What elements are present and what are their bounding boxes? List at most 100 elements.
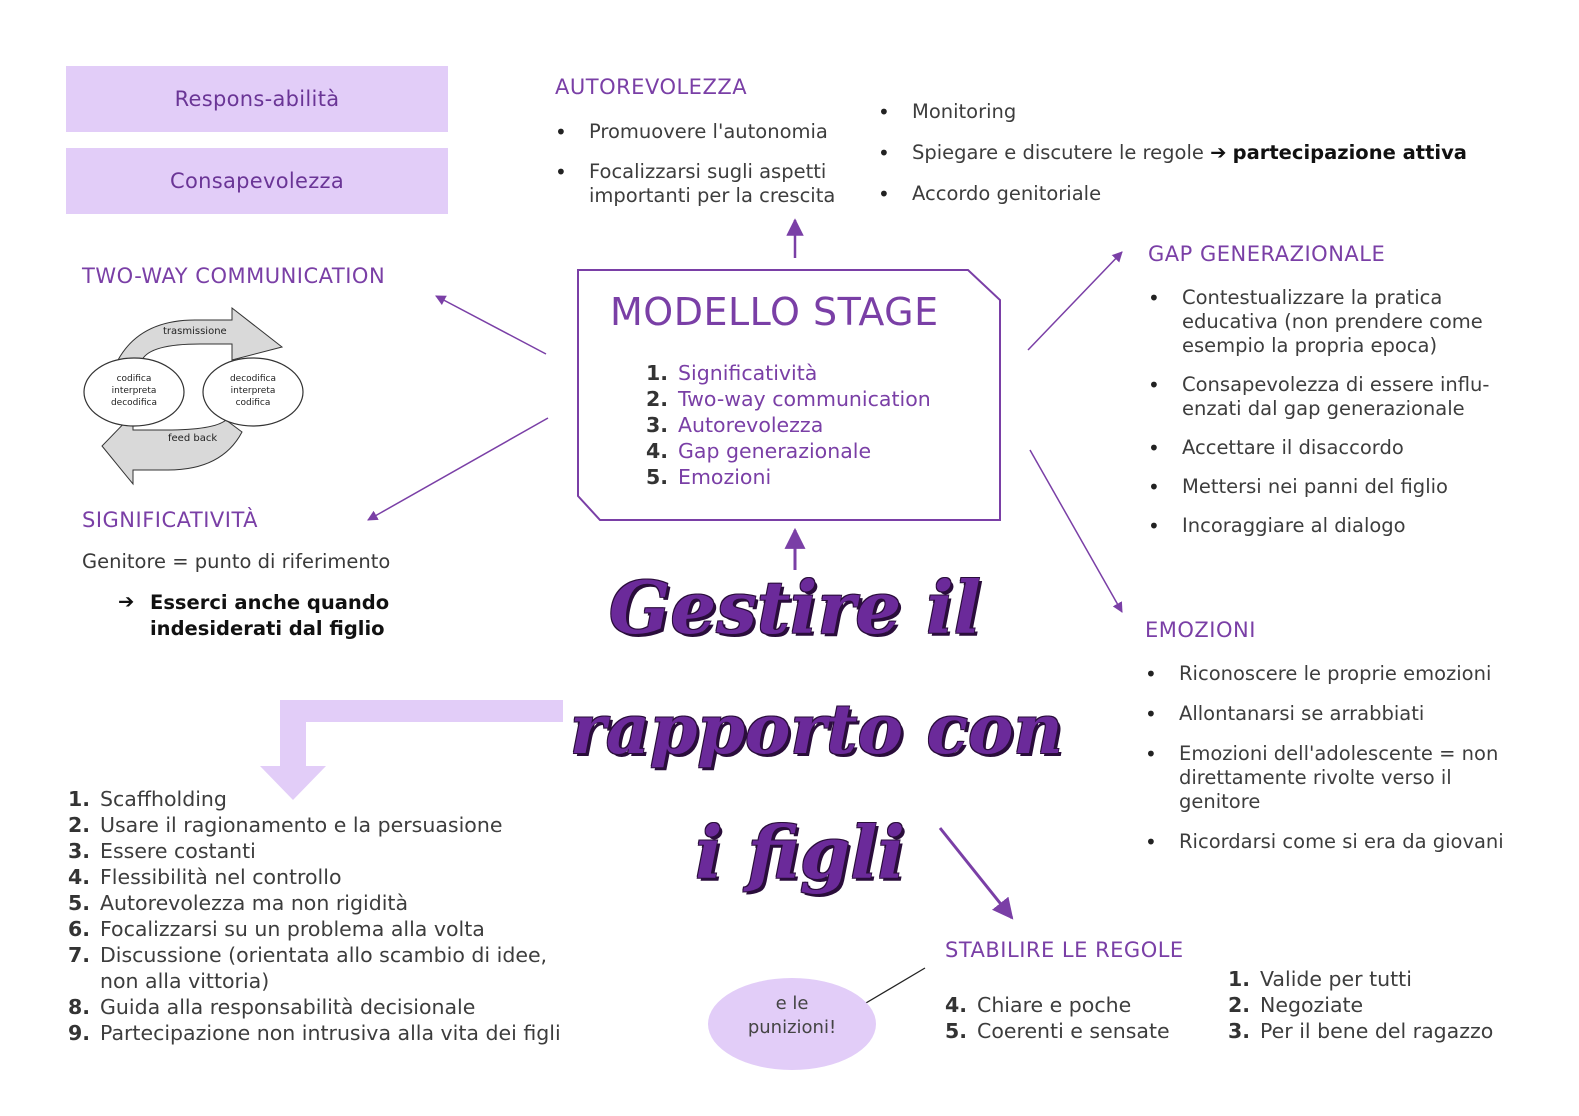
list-item-text: Focalizzarsi su un problema alla volta [100, 917, 485, 941]
diagram-top-label: trasmissione [163, 326, 227, 337]
list-item: 9.Partecipazione non intrusiva alla vita… [68, 1021, 561, 1045]
main-title-line3: i figli [695, 810, 905, 895]
list-item: 3.Essere costanti [68, 839, 256, 863]
two-way-title: TWO-WAY COMMUNICATION [82, 264, 386, 288]
list-item: Contestualizzare la pratica educativa (n… [1148, 286, 1508, 358]
list-item: 2.Two-way communication [646, 387, 931, 411]
consapevolezza-label: Consapevolezza [169, 169, 345, 193]
list-item: 1.Valide per tutti [1228, 967, 1412, 991]
modello-list: 1.Significatività 2.Two-way communicatio… [646, 360, 931, 490]
list-item: 6.Focalizzarsi su un problema alla volta [68, 917, 485, 941]
diagram-text: codifica [235, 398, 271, 408]
diagram-left-ellipse-text: codifica interpreta decodifica [104, 373, 164, 409]
list-item: 3.Autorevolezza [646, 413, 824, 437]
modello-title: MODELLO STAGE [610, 290, 939, 334]
regole-list-right: 1.Valide per tutti 2.Negoziate 3.Per il … [1228, 966, 1493, 1044]
list-item: 8.Guida alla responsabilità decisionale [68, 995, 476, 1019]
communication-cycle-diagram [83, 306, 304, 486]
autorevolezza-title: AUTOREVOLEZZA [555, 75, 748, 99]
responsabilita-label: Respons-abilità [174, 87, 340, 111]
significativita-arrow-text: Esserci anche quando indesiderati dal fi… [150, 591, 390, 640]
diagram-text: codifica [116, 374, 152, 384]
gap-list: Contestualizzare la pratica educativa (n… [1148, 286, 1508, 538]
diagram-bottom-label: feed back [168, 433, 218, 444]
gap-title: GAP GENERAZIONALE [1148, 242, 1386, 266]
list-item-text: Discussione (orientata allo scambio di i… [100, 943, 548, 993]
arrow-right-icon: ➔ [118, 590, 135, 613]
significativita-line: Genitore = punto di riferimento [82, 550, 391, 573]
modello-box-outline [577, 269, 1001, 521]
list-item: 2.Usare il ragionamento e la persuasione [68, 813, 503, 837]
list-item: 5.Coerenti e sensate [945, 1019, 1170, 1043]
list-item-text: Valide per tutti [1260, 967, 1412, 991]
list-item: 3.Per il bene del ragazzo [1228, 1019, 1494, 1043]
emozioni-title: EMOZIONI [1145, 618, 1256, 642]
list-item: 1.Scaffholding [68, 787, 227, 811]
main-title-line2: rapporto con [570, 690, 1063, 770]
list-item-text: Chiare e poche [977, 993, 1132, 1017]
consapevolezza-box: Consapevolezza [66, 148, 448, 214]
list-item: 4.Flessibilità nel controllo [68, 865, 342, 889]
diagram-text: decodifica [229, 374, 277, 384]
list-item-text: Per il bene del ragazzo [1260, 1019, 1494, 1043]
list-item-text: Flessibilità nel controllo [100, 865, 342, 889]
list-item-text: Spiegare e discutere le regole [912, 141, 1204, 164]
regole-list-left: 4.Chiare e poche 5.Coerenti e sensate [945, 992, 1170, 1044]
list-item: Spiegare e discutere le regole ➔ parteci… [878, 141, 1518, 165]
arrow-right-icon: ➔ [1210, 141, 1227, 164]
list-item: Emozioni dell'adolescente = non direttam… [1145, 742, 1535, 814]
list-item-text: Two-way communication [678, 387, 931, 411]
list-item-text: Autorevolezza [678, 413, 824, 437]
diagram-right-ellipse-text: decodifica interpreta codifica [223, 373, 283, 409]
list-item: 4.Gap generazionale [646, 439, 872, 463]
diagram-text: interpreta [111, 386, 157, 396]
list-item-text: Autorevolezza ma non rigidità [100, 891, 409, 915]
list-item: Accettare il disaccordo [1148, 436, 1508, 460]
diagram-text: interpreta [230, 386, 276, 396]
list-item-text: Scaffholding [100, 787, 227, 811]
list-item-text: Gap generazionale [678, 439, 872, 463]
emozioni-list: Riconoscere le proprie emozioni Allontan… [1145, 662, 1535, 854]
list-item: Riconoscere le proprie emozioni [1145, 662, 1535, 686]
main-title-line1: Gestire il [609, 565, 981, 650]
list-item-text: Coerenti e sensate [977, 1019, 1170, 1043]
list-item-text: Guida alla responsabilità decisionale [100, 995, 476, 1019]
list-item: Consapevolezza di essere influ-enzati da… [1148, 373, 1508, 421]
partecipazione-attiva: partecipazione attiva [1232, 141, 1467, 164]
diagram-text: decodifica [110, 398, 158, 408]
list-item: Accordo genitoriale [878, 182, 1518, 206]
arrow-two-way [435, 295, 547, 355]
arrow-gap [1027, 251, 1123, 351]
list-item: Monitoring [878, 100, 1518, 124]
strategies-list: 1.Scaffholding 2.Usare il ragionamento e… [68, 786, 588, 1046]
list-item: Allontanarsi se arrabbiati [1145, 702, 1535, 726]
list-item: Promuovere l'autonomia [555, 120, 845, 144]
list-item-text: Significatività [678, 361, 818, 385]
regole-title: STABILIRE LE REGOLE [945, 938, 1184, 962]
punizioni-text: e le punizioni! [747, 993, 837, 1038]
bent-arrow [260, 700, 563, 800]
list-item-text: Negoziate [1260, 993, 1364, 1017]
list-item: 5.Autorevolezza ma non rigidità [68, 891, 409, 915]
list-item-text: Usare il ragionamento e la persuasione [100, 813, 503, 837]
list-item: Incoraggiare al dialogo [1148, 514, 1508, 538]
list-item: 2.Negoziate [1228, 993, 1364, 1017]
top-right-list: Monitoring Spiegare e discutere le regol… [878, 100, 1518, 206]
list-item: 7.Discussione (orientata allo scambio di… [68, 943, 548, 993]
arrow-emozioni [1029, 449, 1123, 613]
list-item: Mettersi nei panni del figlio [1148, 475, 1508, 499]
list-item: 1.Significatività [646, 361, 818, 385]
list-item: Ricordarsi come si era da giovani [1145, 830, 1535, 854]
arrow-significativita [367, 417, 549, 521]
list-item-text: Partecipazione non intrusiva alla vita d… [100, 1021, 561, 1045]
list-item-text: Emozioni [678, 465, 772, 489]
autorevolezza-list: Promuovere l'autonomia Focalizzarsi sugl… [555, 120, 845, 208]
list-item: Focalizzarsi sugli aspetti importanti pe… [555, 160, 845, 208]
list-item: 5.Emozioni [646, 465, 772, 489]
significativita-title: SIGNIFICATIVITÀ [82, 508, 259, 532]
list-item-text: Essere costanti [100, 839, 256, 863]
punizioni-ellipse [708, 978, 876, 1070]
list-item: 4.Chiare e poche [945, 993, 1132, 1017]
arrow-regole [938, 827, 1014, 920]
